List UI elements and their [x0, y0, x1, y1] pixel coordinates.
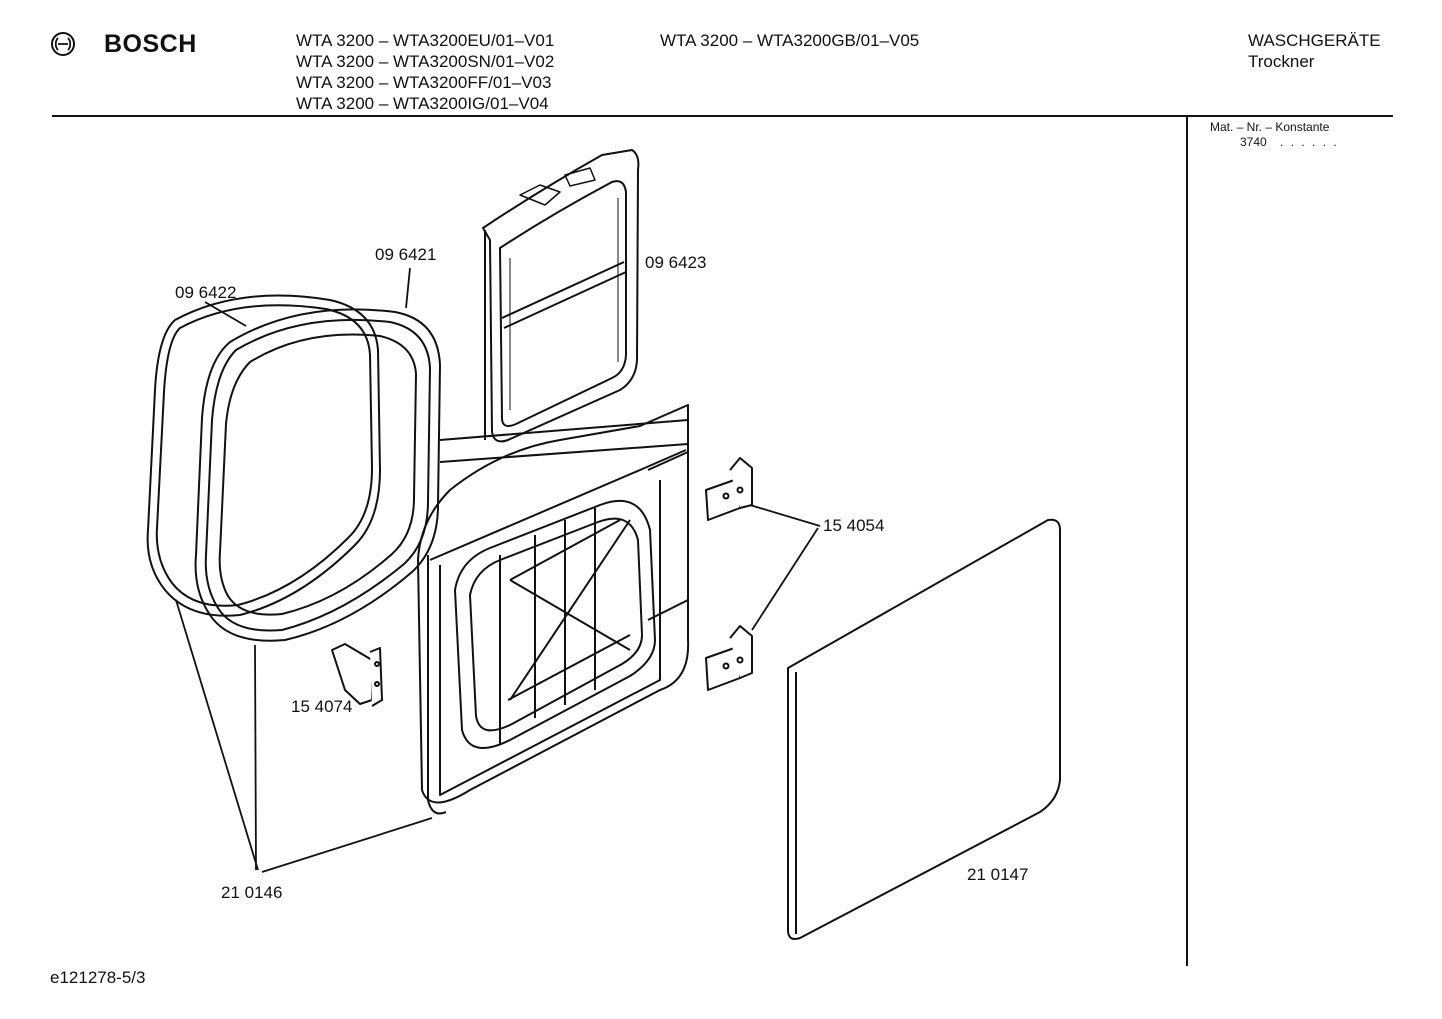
model-line-4: WTA 3200 – WTA3200IG/01–V04 [296, 94, 549, 113]
sidebar-dots: . . . . . . [1280, 135, 1339, 149]
brand-name: BOSCH [104, 30, 197, 58]
sidebar-header: Mat. – Nr. – Konstante [1210, 120, 1330, 134]
part-label-096423: 09 6423 [645, 253, 707, 272]
gasket-inner [194, 308, 442, 642]
part-label-210146: 21 0146 [221, 883, 283, 902]
sidebar-value: 3740 [1240, 135, 1267, 149]
leader-lines [175, 267, 821, 873]
part-label-096421: 09 6421 [375, 245, 437, 264]
drawing-code: e121278-5/3 [50, 968, 146, 987]
filter-frame [482, 149, 640, 443]
brand-logo [50, 31, 76, 57]
category-subtitle: Trockner [1248, 52, 1315, 71]
category-title: WASCHGERÄTE [1248, 31, 1381, 50]
part-label-154054: 15 4054 [823, 516, 885, 535]
model-line-1: WTA 3200 – WTA3200EU/01–V01 [296, 31, 555, 50]
part-label-210147: 21 0147 [967, 865, 1029, 884]
part-label-096422: 09 6422 [175, 283, 237, 302]
door-latch [331, 643, 383, 707]
model-line-5: WTA 3200 – WTA3200GB/01–V05 [660, 31, 920, 50]
gasket-outer [146, 294, 382, 617]
door-inner-frame [417, 404, 690, 815]
bosch-logo-icon [51, 32, 75, 56]
door-panel [787, 518, 1061, 940]
hinge-upper [705, 457, 753, 521]
model-line-3: WTA 3200 – WTA3200FF/01–V03 [296, 73, 552, 92]
part-label-154074: 15 4074 [291, 697, 353, 716]
model-line-2: WTA 3200 – WTA3200SN/01–V02 [296, 52, 555, 71]
hinge-lower [705, 625, 753, 691]
